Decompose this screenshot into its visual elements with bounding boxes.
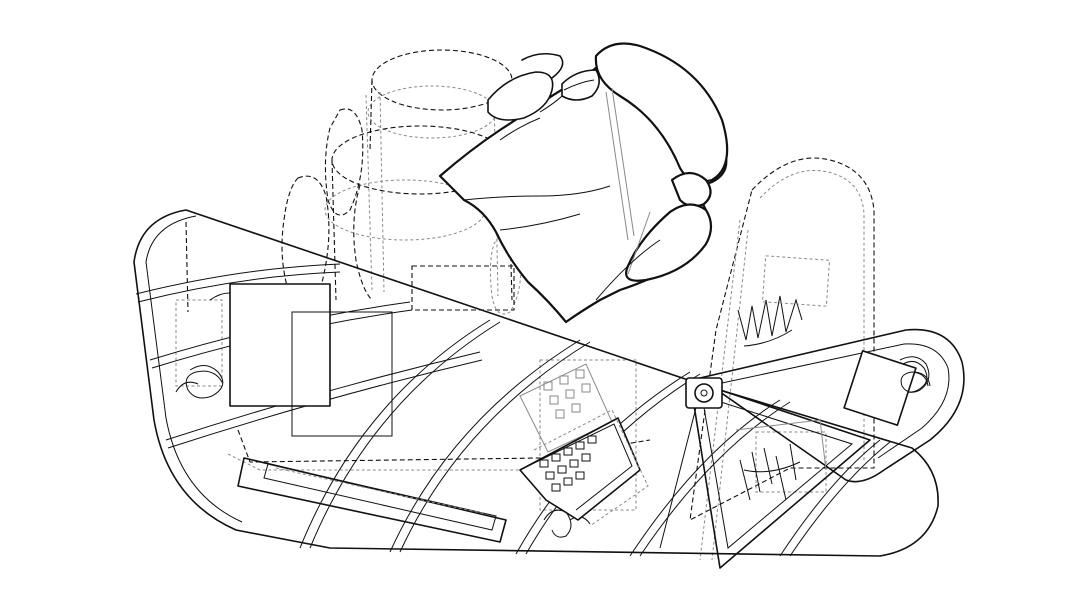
pivot-joint xyxy=(685,377,723,409)
button-grid-panel xyxy=(519,363,649,527)
dashed-blob-left xyxy=(281,108,364,304)
sketch-strokes-right xyxy=(735,419,827,501)
dashed-cylinder-stack xyxy=(324,49,515,301)
twisted-vessel xyxy=(438,42,729,324)
faint-square-lower-right xyxy=(755,431,827,493)
leaf-shapes xyxy=(561,69,600,101)
triangle-bracket xyxy=(659,379,871,569)
slanted-bar xyxy=(237,457,507,543)
wedge-dotted-line xyxy=(227,453,520,471)
wedge-dashed-edge-left xyxy=(185,221,189,313)
right-loop-frame xyxy=(699,328,965,483)
overlapping-squares xyxy=(229,283,393,437)
main-wedge-body xyxy=(133,209,939,557)
